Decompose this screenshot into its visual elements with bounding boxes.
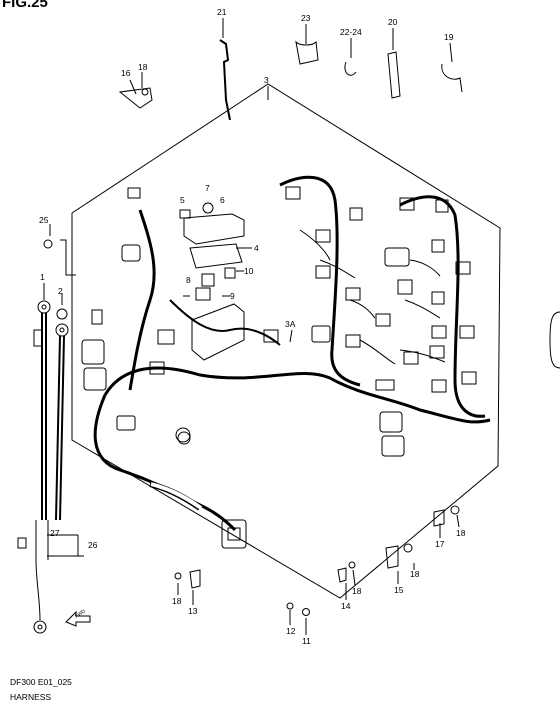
callout-1: 1	[40, 272, 45, 282]
callout-9: 9	[230, 291, 235, 301]
figure-title: FIG.25	[2, 0, 48, 11]
callout-21: 21	[217, 7, 227, 17]
callout-13: 13	[188, 606, 198, 616]
callout-25: 25	[39, 215, 49, 225]
callout-6: 6	[220, 195, 225, 205]
callout-18-mid: 18	[410, 569, 420, 579]
callout-19: 19	[444, 32, 454, 42]
callout-10: 10	[244, 266, 254, 276]
callout-18-lower: 18	[352, 586, 362, 596]
callout-26: 26	[88, 540, 98, 550]
callout-22-24: 22-24	[340, 27, 362, 37]
callout-18-top: 18	[138, 62, 148, 72]
model-code: DF300 E01_025	[10, 677, 72, 687]
callout-23: 23	[301, 13, 311, 23]
callout-17: 17	[435, 539, 445, 549]
edge-bracket	[549, 311, 560, 369]
callout-16: 16	[121, 68, 131, 78]
callout-11: 11	[302, 636, 311, 646]
callout-14: 14	[341, 601, 351, 611]
callout-18-left: 18	[172, 596, 182, 606]
callout-4: 4	[254, 243, 259, 253]
callout-20: 20	[388, 17, 398, 27]
callout-15: 15	[394, 585, 404, 595]
callout-12: 12	[286, 626, 296, 636]
assembly-outline	[71, 83, 501, 599]
callout-7: 7	[205, 183, 210, 193]
callout-18-right: 18	[456, 528, 466, 538]
section-name: HARNESS	[10, 692, 52, 702]
callout-27: 27	[50, 528, 60, 538]
callout-2: 2	[58, 286, 63, 296]
forward-arrow-icon	[65, 610, 91, 627]
callout-3a: 3A	[285, 319, 296, 329]
callout-5: 5	[180, 195, 185, 205]
callout-8: 8	[186, 275, 191, 285]
callout-3: 3	[264, 75, 269, 85]
